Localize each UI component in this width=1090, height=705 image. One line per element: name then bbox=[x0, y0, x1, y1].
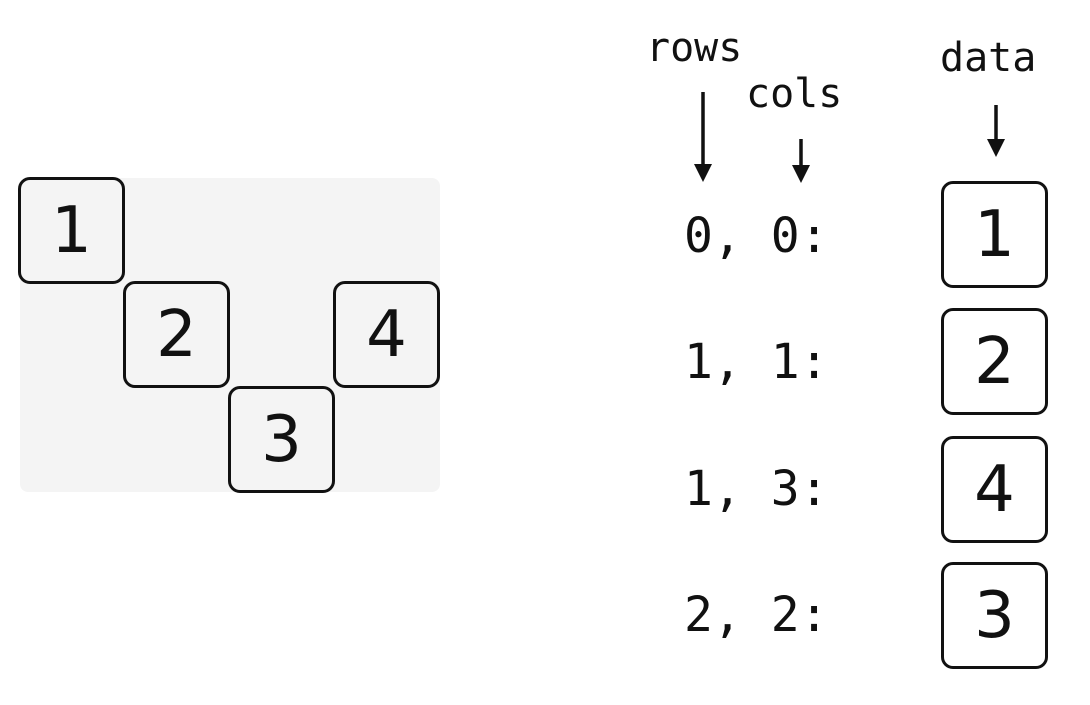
entry-data-1: 1 bbox=[941, 181, 1048, 288]
entry-data-4: 3 bbox=[941, 562, 1048, 669]
entry-coord-3: 1, 3: bbox=[684, 461, 829, 517]
data-down-arrow-icon bbox=[987, 105, 1005, 157]
entry-data-3: 4 bbox=[941, 436, 1048, 543]
matrix-cell-1-3: 4 bbox=[333, 281, 440, 388]
rows-header: rows bbox=[646, 25, 743, 71]
entry-data-2: 2 bbox=[941, 308, 1048, 415]
entry-coord-2: 1, 1: bbox=[684, 334, 829, 390]
entry-coord-4: 2, 2: bbox=[684, 587, 829, 643]
cols-down-arrow-icon bbox=[792, 139, 810, 183]
matrix-cell-2-2: 3 bbox=[228, 386, 335, 493]
entry-coord-1: 0, 0: bbox=[684, 208, 829, 264]
matrix-cell-1-1: 2 bbox=[123, 281, 230, 388]
rows-down-arrow-icon bbox=[694, 92, 712, 182]
data-header: data bbox=[940, 35, 1037, 81]
matrix-cell-0-0: 1 bbox=[18, 177, 125, 284]
cols-header: cols bbox=[746, 71, 843, 117]
